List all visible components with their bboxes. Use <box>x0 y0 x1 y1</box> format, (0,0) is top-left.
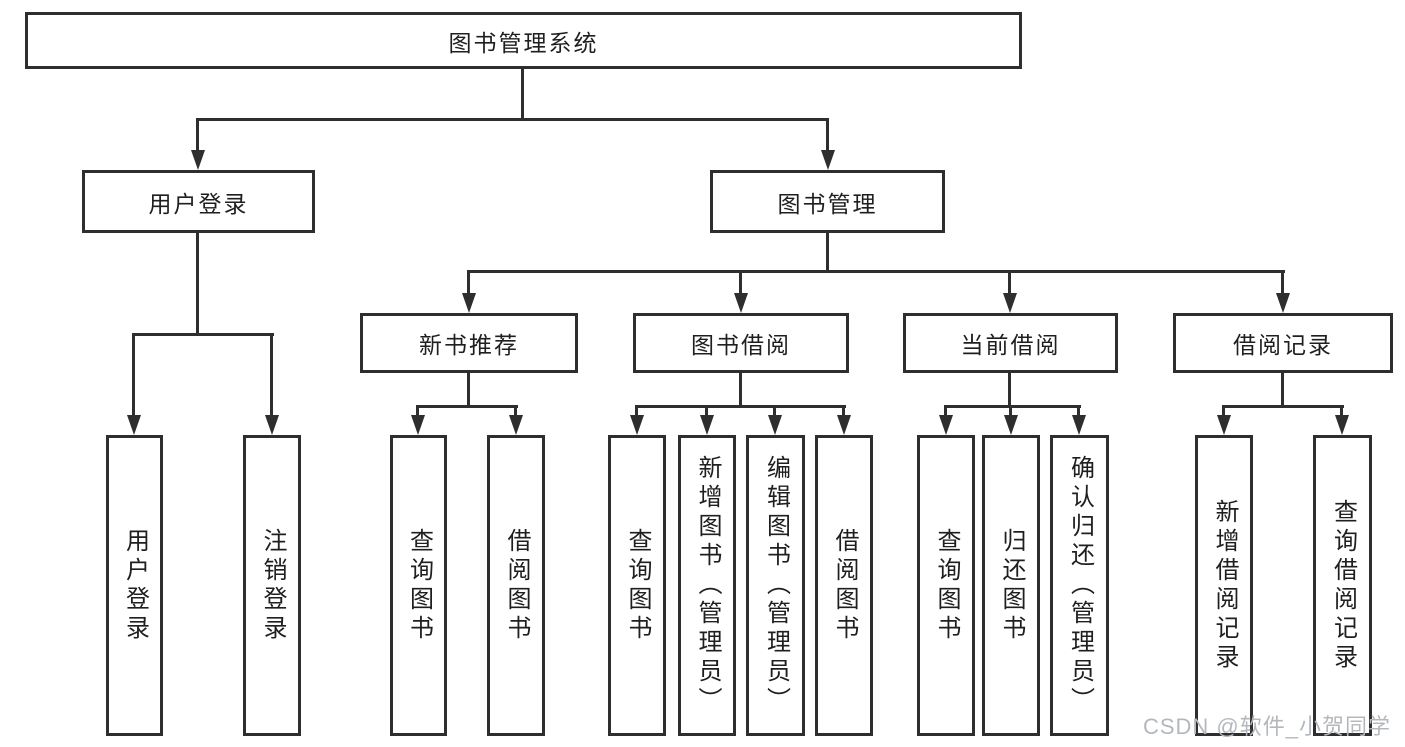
arrowhead-down-icon <box>191 150 205 170</box>
connector-drop-leaf <box>1009 405 1012 418</box>
csdn-watermark: CSDN @软件_小贺同学 <box>1142 714 1391 739</box>
connector-user-login-rail <box>132 333 274 336</box>
node-borrow-record: 借阅记录 <box>1173 313 1393 373</box>
leaf-logout: 注销登录 <box>243 435 301 736</box>
connector-drop-new-book-recommend <box>467 270 470 295</box>
connector-drop-leaf <box>416 405 419 418</box>
leaf-query-borrow-record: 查询借阅记录 <box>1313 435 1372 736</box>
arrowhead-down-icon <box>837 415 851 435</box>
arrowhead-down-icon <box>265 415 279 435</box>
connector-drop-current-borrow <box>1008 270 1011 295</box>
connector-level3-rail <box>467 270 1285 273</box>
leaf-user-login: 用户登录 <box>106 435 163 736</box>
connector-book-management-stem <box>826 232 829 273</box>
connector-book-borrow-rail <box>635 405 846 408</box>
connector-drop-leaf <box>1222 405 1225 418</box>
connector-drop-leaf <box>635 405 638 418</box>
connector-borrow-record-stem <box>1281 372 1284 408</box>
connector-borrow-record-rail <box>1222 405 1344 408</box>
connector-drop-user-login <box>196 118 199 152</box>
connector-user-login-stem <box>196 232 199 336</box>
arrowhead-down-icon <box>462 293 476 313</box>
node-book-management: 图书管理 <box>710 170 945 233</box>
arrowhead-down-icon <box>700 415 714 435</box>
leaf-edit-books-admin: 编辑图书（管理员） <box>746 435 805 736</box>
node-book-borrow: 图书借阅 <box>633 313 849 373</box>
arrowhead-down-icon <box>1276 293 1290 313</box>
arrowhead-down-icon <box>1335 415 1349 435</box>
connector-drop-leaf <box>842 405 845 418</box>
leaf-add-books-admin: 新增图书（管理员） <box>678 435 736 736</box>
connector-root-stem <box>521 68 524 121</box>
arrowhead-down-icon <box>1004 415 1018 435</box>
connector-drop-leaf <box>514 405 517 418</box>
arrowhead-down-icon <box>1003 293 1017 313</box>
leaf-borrow-books-recommend: 借阅图书 <box>487 435 545 736</box>
connector-drop-book-borrow <box>739 270 742 295</box>
leaf-query-books-recommend: 查询图书 <box>390 435 447 736</box>
arrowhead-down-icon <box>1217 415 1231 435</box>
arrowhead-down-icon <box>939 415 953 435</box>
connector-current-borrow-stem <box>1008 372 1011 408</box>
connector-drop-borrow-record <box>1281 270 1284 295</box>
connector-drop-leaf <box>1077 405 1080 418</box>
arrowhead-down-icon <box>411 415 425 435</box>
arrowhead-down-icon <box>127 415 141 435</box>
arrowhead-down-icon <box>734 293 748 313</box>
arrowhead-down-icon <box>821 150 835 170</box>
arrowhead-down-icon <box>1072 415 1086 435</box>
arrowhead-down-icon <box>768 415 782 435</box>
connector-drop-leaf <box>773 405 776 418</box>
connector-drop-book-management <box>826 118 829 152</box>
leaf-confirm-return-admin: 确认归还（管理员） <box>1050 435 1109 736</box>
connector-drop-leaf <box>705 405 708 418</box>
connector-book-borrow-stem <box>739 372 742 408</box>
leaf-add-borrow-record: 新增借阅记录 <box>1195 435 1253 736</box>
node-root-library-system: 图书管理系统 <box>25 12 1022 69</box>
leaf-return-books: 归还图书 <box>982 435 1040 736</box>
connector-drop-leaf <box>270 333 273 417</box>
connector-new-book-recommend-rail <box>416 405 518 408</box>
connector-level2-rail <box>196 118 829 121</box>
connector-new-book-recommend-stem <box>467 372 470 408</box>
node-user-login: 用户登录 <box>82 170 315 233</box>
leaf-query-books-current: 查询图书 <box>917 435 975 736</box>
arrowhead-down-icon <box>509 415 523 435</box>
connector-drop-leaf <box>132 333 135 417</box>
node-new-book-recommend: 新书推荐 <box>360 313 578 373</box>
arrowhead-down-icon <box>630 415 644 435</box>
leaf-borrow-books: 借阅图书 <box>815 435 873 736</box>
node-current-borrow: 当前借阅 <box>903 313 1118 373</box>
connector-current-borrow-rail <box>944 405 1081 408</box>
connector-drop-leaf <box>1340 405 1343 418</box>
connector-drop-leaf <box>944 405 947 418</box>
leaf-query-books-borrow: 查询图书 <box>608 435 666 736</box>
